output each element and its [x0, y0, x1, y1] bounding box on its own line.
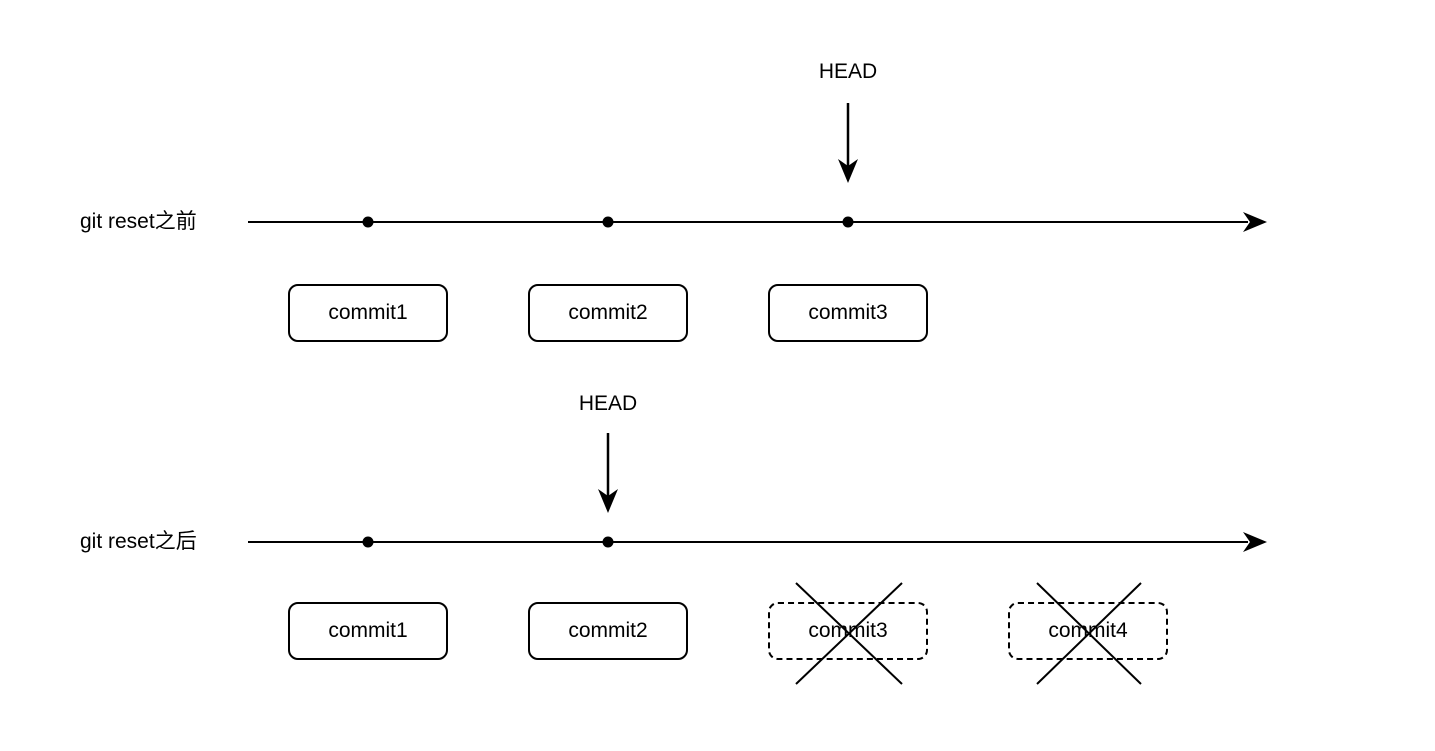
- commit-box-before-commit1: commit1: [288, 284, 448, 342]
- head-arrow-before-arrowhead-icon: [838, 159, 858, 183]
- section-label-after: git reset之后: [80, 530, 197, 553]
- commit3-delete-cross-icon: [795, 582, 903, 685]
- head-label-after: HEAD: [578, 392, 638, 415]
- commit-box-before-commit2: commit2: [528, 284, 688, 342]
- timeline-after: [248, 532, 1267, 552]
- commit-box-label: commit3: [808, 619, 888, 642]
- commit-box-before-commit3: commit3: [768, 284, 928, 342]
- commit2-node-before: [602, 216, 614, 228]
- commit-box-after-commit4-deleted: commit4: [1008, 602, 1168, 660]
- timeline-before: [248, 212, 1267, 232]
- section-label-before: git reset之前: [80, 210, 197, 233]
- head-arrow-after-arrowhead-icon: [598, 489, 618, 513]
- commit-box-label: commit3: [808, 301, 888, 324]
- commit1-node-after: [362, 536, 374, 548]
- timeline-before-arrowhead-icon: [1243, 212, 1267, 232]
- head-arrow-before: [838, 103, 858, 183]
- commit2-node-after: [602, 536, 614, 548]
- commit-box-after-commit3-deleted: commit3: [768, 602, 928, 660]
- head-arrow-after: [598, 433, 618, 513]
- commit-box-label: commit4: [1048, 619, 1128, 642]
- commit-box-label: commit1: [328, 619, 408, 642]
- commit4-delete-cross-icon: [1036, 582, 1142, 685]
- commit-box-after-commit1: commit1: [288, 602, 448, 660]
- head-label-before: HEAD: [818, 60, 878, 83]
- commit1-node-before: [362, 216, 374, 228]
- commit-box-label: commit1: [328, 301, 408, 324]
- commit-box-label: commit2: [568, 301, 648, 324]
- commit-box-label: commit2: [568, 619, 648, 642]
- commit-box-after-commit2: commit2: [528, 602, 688, 660]
- commit3-node-before: [842, 216, 854, 228]
- timeline-after-arrowhead-icon: [1243, 532, 1267, 552]
